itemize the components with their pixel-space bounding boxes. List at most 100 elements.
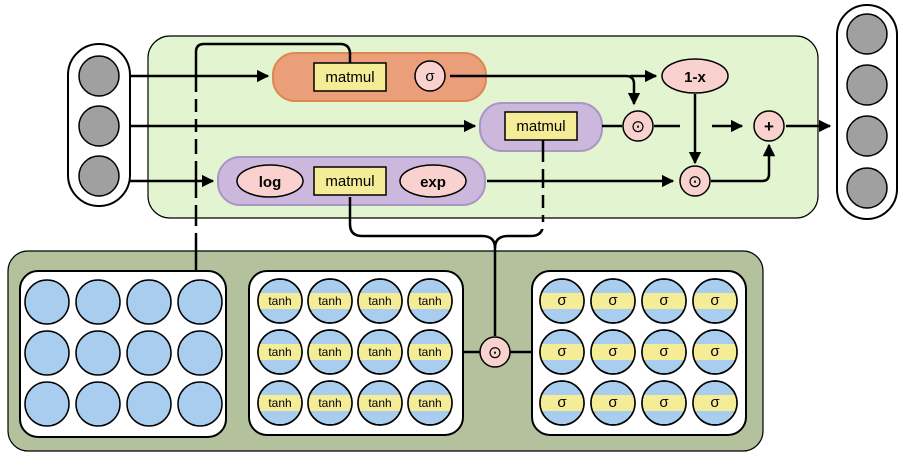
weight-node-label: tanh bbox=[268, 345, 291, 359]
weight-node-sigmoid: σ bbox=[641, 329, 687, 375]
weight-node-sigmoid: σ bbox=[590, 329, 636, 375]
weight-node bbox=[75, 279, 121, 325]
weight-node-label: σ bbox=[710, 292, 720, 309]
weight-node-tanh: tanh bbox=[257, 380, 303, 426]
plus-label: + bbox=[764, 117, 774, 136]
weight-node-tanh: tanh bbox=[307, 329, 353, 375]
matmul-label: matmul bbox=[516, 118, 565, 135]
weight-node-sigmoid: σ bbox=[692, 278, 738, 324]
weight-node-tanh: tanh bbox=[257, 278, 303, 324]
weight-node bbox=[24, 381, 70, 427]
weight-node-label: tanh bbox=[368, 396, 391, 410]
weight-node-sigmoid: σ bbox=[692, 380, 738, 426]
output-node bbox=[846, 13, 888, 55]
weight-node-label: σ bbox=[557, 292, 567, 309]
hadamard-node-add: ⊙ bbox=[622, 110, 654, 142]
weight-grid-w bbox=[24, 279, 223, 427]
weight-node-label: tanh bbox=[318, 396, 341, 410]
hadamard-label: ⊙ bbox=[631, 117, 645, 136]
weight-node bbox=[126, 330, 172, 376]
matmul-box-add: matmul bbox=[504, 111, 578, 141]
dash-gaps bbox=[190, 92, 550, 215]
weight-node-sigmoid: σ bbox=[539, 329, 585, 375]
weight-node-label: tanh bbox=[268, 294, 291, 308]
weight-node-label: σ bbox=[608, 343, 618, 360]
weight-node-label: σ bbox=[557, 343, 567, 360]
matmul-label: matmul bbox=[325, 173, 374, 190]
plus-node: + bbox=[753, 110, 785, 142]
weight-node-label: σ bbox=[659, 343, 669, 360]
weight-node-label: tanh bbox=[368, 294, 391, 308]
weight-matrix-sigmoid bbox=[531, 270, 747, 436]
weight-node-sigmoid: σ bbox=[590, 380, 636, 426]
weight-node-tanh: tanh bbox=[307, 278, 353, 324]
output-node bbox=[846, 115, 888, 157]
weight-node-tanh: tanh bbox=[407, 278, 453, 324]
weight-node-label: tanh bbox=[368, 345, 391, 359]
weight-node-label: tanh bbox=[318, 294, 341, 308]
dash-gaps-white bbox=[190, 222, 550, 233]
weight-node-sigmoid: σ bbox=[641, 380, 687, 426]
input-node bbox=[78, 55, 120, 97]
weight-node bbox=[24, 279, 70, 325]
weight-node bbox=[75, 381, 121, 427]
weight-node bbox=[126, 381, 172, 427]
sigmoid-node: σ bbox=[414, 60, 446, 92]
output-vector bbox=[836, 4, 898, 220]
matmul-box-gate: matmul bbox=[313, 62, 387, 92]
weight-matrix-w bbox=[19, 270, 227, 438]
sigmoid-label: σ bbox=[425, 68, 435, 85]
exp-node: exp bbox=[399, 164, 467, 198]
weight-node-label: tanh bbox=[418, 345, 441, 359]
weight-grid-sigmoid: σ σ σ σ σ σ σ σ σ σ σ σ bbox=[539, 278, 738, 426]
hadamard-label: ⊙ bbox=[488, 343, 502, 362]
weight-node-tanh: tanh bbox=[357, 380, 403, 426]
weight-node-label: σ bbox=[659, 394, 669, 411]
one-minus-x-node: 1-x bbox=[661, 58, 729, 94]
weight-node-label: tanh bbox=[318, 345, 341, 359]
matmul-label: matmul bbox=[325, 69, 374, 86]
connections bbox=[130, 42, 832, 354]
weight-node-label: σ bbox=[608, 394, 618, 411]
weight-node-tanh: tanh bbox=[307, 380, 353, 426]
weight-node-tanh: tanh bbox=[407, 380, 453, 426]
weight-node-tanh: tanh bbox=[407, 329, 453, 375]
hadamard-label: ⊙ bbox=[688, 172, 702, 191]
weight-node-sigmoid: σ bbox=[539, 380, 585, 426]
weight-node-sigmoid: σ bbox=[692, 329, 738, 375]
weight-node bbox=[24, 330, 70, 376]
weight-node-sigmoid: σ bbox=[590, 278, 636, 324]
weight-node bbox=[177, 279, 223, 325]
weight-node bbox=[177, 381, 223, 427]
output-nodes bbox=[846, 13, 888, 209]
output-node bbox=[846, 64, 888, 106]
weight-node-tanh: tanh bbox=[357, 329, 403, 375]
one-minus-x-label: 1-x bbox=[684, 69, 706, 86]
hadamard-node-mult: ⊙ bbox=[679, 165, 711, 197]
log-label: log bbox=[259, 174, 282, 191]
weight-node-tanh: tanh bbox=[357, 278, 403, 324]
matmul-box-mult: matmul bbox=[313, 166, 387, 196]
input-node bbox=[78, 155, 120, 197]
weight-node-sigmoid: σ bbox=[539, 278, 585, 324]
weight-node-label: tanh bbox=[418, 396, 441, 410]
weight-node-label: tanh bbox=[268, 396, 291, 410]
weight-node-label: σ bbox=[659, 292, 669, 309]
input-node bbox=[78, 105, 120, 147]
weight-node-tanh: tanh bbox=[257, 329, 303, 375]
weight-node-label: σ bbox=[710, 343, 720, 360]
exp-label: exp bbox=[420, 174, 446, 191]
hadamard-node-weights: ⊙ bbox=[479, 336, 511, 368]
input-nodes bbox=[78, 55, 120, 197]
weight-node-sigmoid: σ bbox=[641, 278, 687, 324]
log-node: log bbox=[236, 164, 304, 198]
weight-node bbox=[75, 330, 121, 376]
weight-node-label: σ bbox=[608, 292, 618, 309]
weight-grid-tanh: tanh tanh tanh tanh tanh tanh tanh tanh tanh tanh… bbox=[257, 278, 453, 426]
weight-node-label: σ bbox=[557, 394, 567, 411]
weight-node bbox=[126, 279, 172, 325]
weight-node bbox=[177, 330, 223, 376]
weight-node-label: σ bbox=[710, 394, 720, 411]
